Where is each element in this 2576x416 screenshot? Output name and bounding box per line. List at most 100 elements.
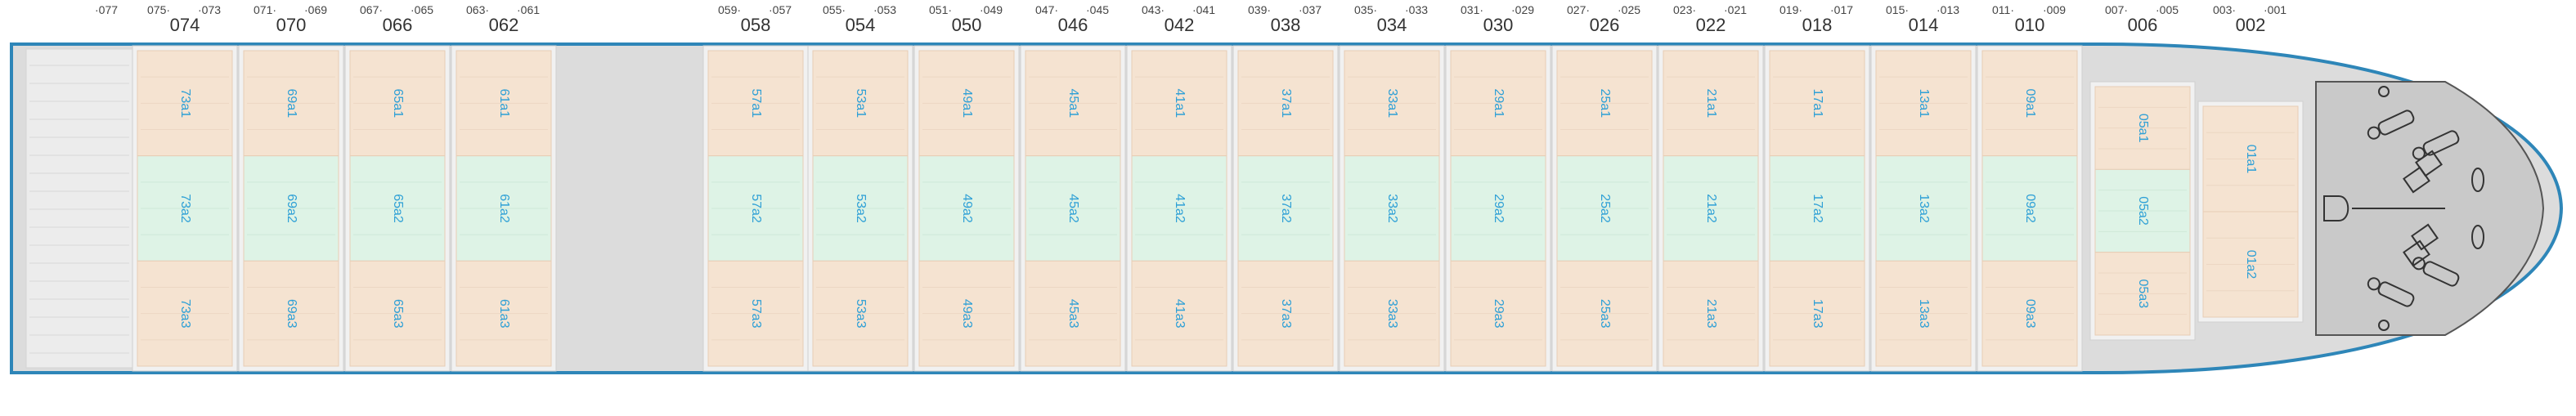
bay-sub-left: 015· [1886,3,1910,16]
cell-label: 45a1 [1066,89,1080,119]
hatch-cell[interactable]: 69a2 [243,155,339,262]
cell-label: 29a1 [1492,89,1506,119]
hatch-cell[interactable]: 25a3 [1556,260,1653,367]
hatch-cell[interactable]: 61a2 [456,155,552,262]
hatch-cell[interactable]: 37a2 [1237,155,1334,262]
hatch-cell[interactable]: 73a3 [137,260,233,367]
cell-label: 13a2 [1917,194,1931,223]
hatch-cell[interactable]: 65a1 [349,50,446,157]
hatch-cell[interactable]: 37a3 [1237,260,1334,367]
hatch-cell[interactable]: 45a2 [1025,155,1121,262]
hatch-cell[interactable]: 21a2 [1663,155,1759,262]
hatch-45[interactable]: 45a1 45a2 45a3 [1020,45,1126,372]
hatch-cell[interactable]: 49a2 [918,155,1015,262]
cell-label: 45a2 [1066,194,1080,223]
hatch-cell[interactable]: 17a2 [1769,155,1865,262]
hatch-cell[interactable]: 13a1 [1875,50,1972,157]
hatch-cell[interactable]: 57a2 [707,155,804,262]
bay-number: 066 [382,15,413,35]
hatch-cell[interactable]: 65a2 [349,155,446,262]
cell-label: 29a3 [1492,299,1506,329]
hatch-cell[interactable]: 61a1 [456,50,552,157]
cell-label: 37a1 [1279,89,1293,119]
hatch-cell[interactable]: 45a3 [1025,260,1121,367]
hatch-cell[interactable]: 73a2 [137,155,233,262]
hatch-cell[interactable]: 09a2 [1981,155,2078,262]
bay-number: 050 [951,15,982,35]
hatch-cell[interactable]: 61a3 [456,260,552,367]
hatch-cell[interactable]: 25a2 [1556,155,1653,262]
hatch-cell[interactable]: 33a3 [1344,260,1440,367]
hatch-cell[interactable]: 41a3 [1131,260,1227,367]
cell-label: 33a2 [1385,194,1399,223]
hatch-cell[interactable]: 53a2 [812,155,909,262]
hatch-cell[interactable]: 05a1 [2094,86,2191,170]
cell-label: 65a1 [391,89,405,119]
hatch-cell[interactable]: 33a2 [1344,155,1440,262]
hatch-cell[interactable]: 09a3 [1981,260,2078,367]
hatch-33[interactable]: 33a1 33a2 33a3 [1339,45,1445,372]
hatch-cell[interactable]: 29a1 [1450,50,1546,157]
hatch-cell[interactable]: 01a1 [2202,105,2299,212]
bay-number: 006 [2127,15,2158,35]
cell-label: 61a3 [497,299,511,329]
cell-label: 13a3 [1917,299,1931,329]
hatch-cell[interactable]: 01a2 [2202,211,2299,318]
hatch-cell[interactable]: 21a3 [1663,260,1759,367]
hatch-cell[interactable]: 53a3 [812,260,909,367]
bay-sub-left: 043· [1142,3,1165,16]
hatch-layer: 73a173a273a369a169a269a365a165a265a361a1… [132,45,2304,372]
windlass-icon [2323,195,2349,221]
bay-number: 054 [845,15,876,35]
hatch-cell[interactable]: 73a1 [137,50,233,157]
hatch-cell[interactable]: 05a2 [2094,168,2191,253]
hatch-cell[interactable]: 29a3 [1450,260,1546,367]
hatch-13[interactable]: 13a1 13a2 13a3 [1870,45,1977,372]
hatch-cell[interactable]: 29a2 [1450,155,1546,262]
hatch-cell[interactable]: 13a2 [1875,155,1972,262]
hatch-cell[interactable]: 57a1 [707,50,804,157]
hatch-cell[interactable]: 65a3 [349,260,446,367]
bay-sub-left: 055· [823,3,846,16]
bay-sub-left: 003· [2213,3,2237,16]
hatch-cell[interactable]: 57a3 [707,260,804,367]
stern-deck-lines [29,65,129,354]
hatch-cell[interactable]: 13a3 [1875,260,1972,367]
hatch-cell[interactable]: 69a3 [243,260,339,367]
hatch-cell[interactable]: 17a1 [1769,50,1865,157]
hatch-cell[interactable]: 05a3 [2094,252,2191,336]
cell-label: 65a3 [391,299,405,329]
hatch-cell[interactable]: 49a1 [918,50,1015,157]
hatch-29[interactable]: 29a1 29a2 29a3 [1445,45,1551,372]
hatch-cell[interactable]: 49a3 [918,260,1015,367]
hatch-cell[interactable]: 45a1 [1025,50,1121,157]
hatch-cell[interactable]: 41a2 [1131,155,1227,262]
hatch-cell[interactable]: 37a1 [1237,50,1334,157]
hatch-65[interactable]: 65a1 65a2 65a3 [344,45,451,372]
hatch-cell[interactable]: 17a3 [1769,260,1865,367]
hatch-cell[interactable]: 69a1 [243,50,339,157]
hatch-cell[interactable]: 33a1 [1344,50,1440,157]
hatch-cell[interactable]: 25a1 [1556,50,1653,157]
bay-number: 046 [1057,15,1088,35]
hatch-cell[interactable]: 41a1 [1131,50,1227,157]
bay-number: 038 [1270,15,1301,35]
hatch-cell[interactable]: 53a1 [812,50,909,157]
bay-sub-left: 051· [929,3,953,16]
hatch-cell[interactable]: 21a1 [1663,50,1759,157]
hatch-cell[interactable]: 09a1 [1981,50,2078,157]
